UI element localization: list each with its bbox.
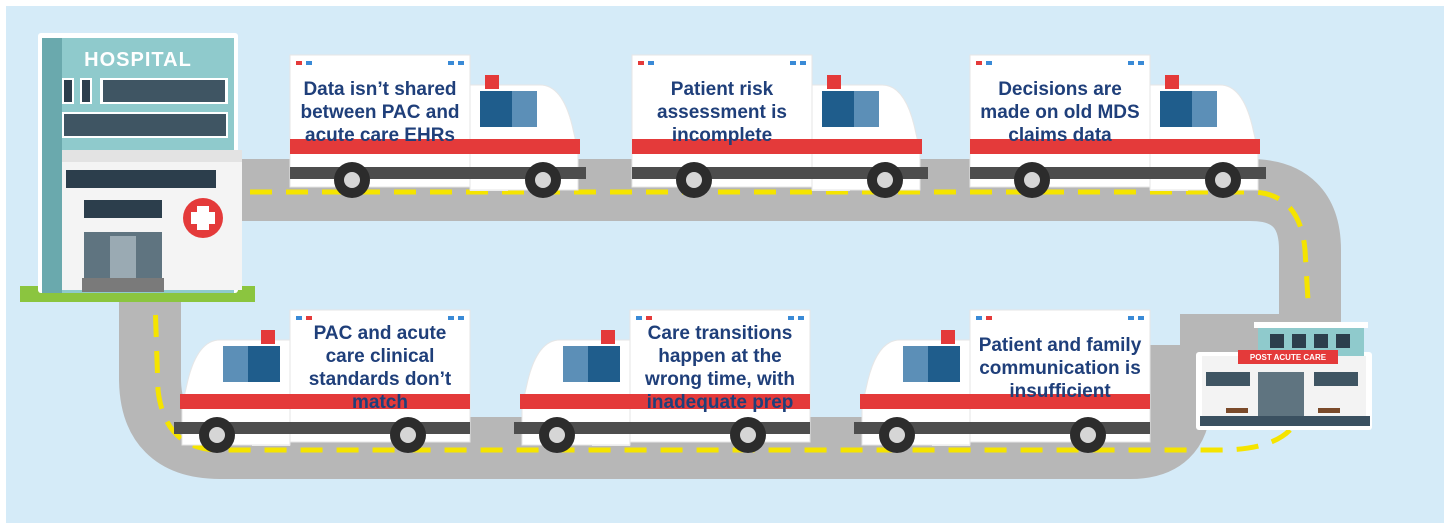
ambulance-3-text: Decisions are made on old MDS claims dat… [980,78,1140,146]
post-acute-care-building [1196,322,1372,430]
post-acute-sign: POST ACUTE CARE [1250,353,1327,362]
road-upper-dash [250,189,1311,301]
post-acute-door [1258,372,1304,416]
ambulance-2 [631,54,928,198]
ambulance-6 [854,309,1151,453]
ambulance-1 [289,54,586,198]
hospital-building [20,33,255,302]
ambulance-6-text: Patient and family communication is insu… [978,334,1142,402]
ambulance-2-text: Patient risk assessment is incomplete [657,78,787,146]
ambulance-5 [514,309,811,453]
ambulance-4-text: PAC and acute care clinical standards do… [308,323,452,413]
ambulance-5-text: Care transitions happen at the wrong tim… [645,323,795,413]
post-acute-sign-board [1238,350,1338,364]
hospital-sign: HOSPITAL [84,49,192,71]
ambulance-4 [174,309,471,453]
ambulance-1-text: Data isn’t shared between PAC and acute … [300,78,460,146]
ambulance-3 [969,54,1266,198]
